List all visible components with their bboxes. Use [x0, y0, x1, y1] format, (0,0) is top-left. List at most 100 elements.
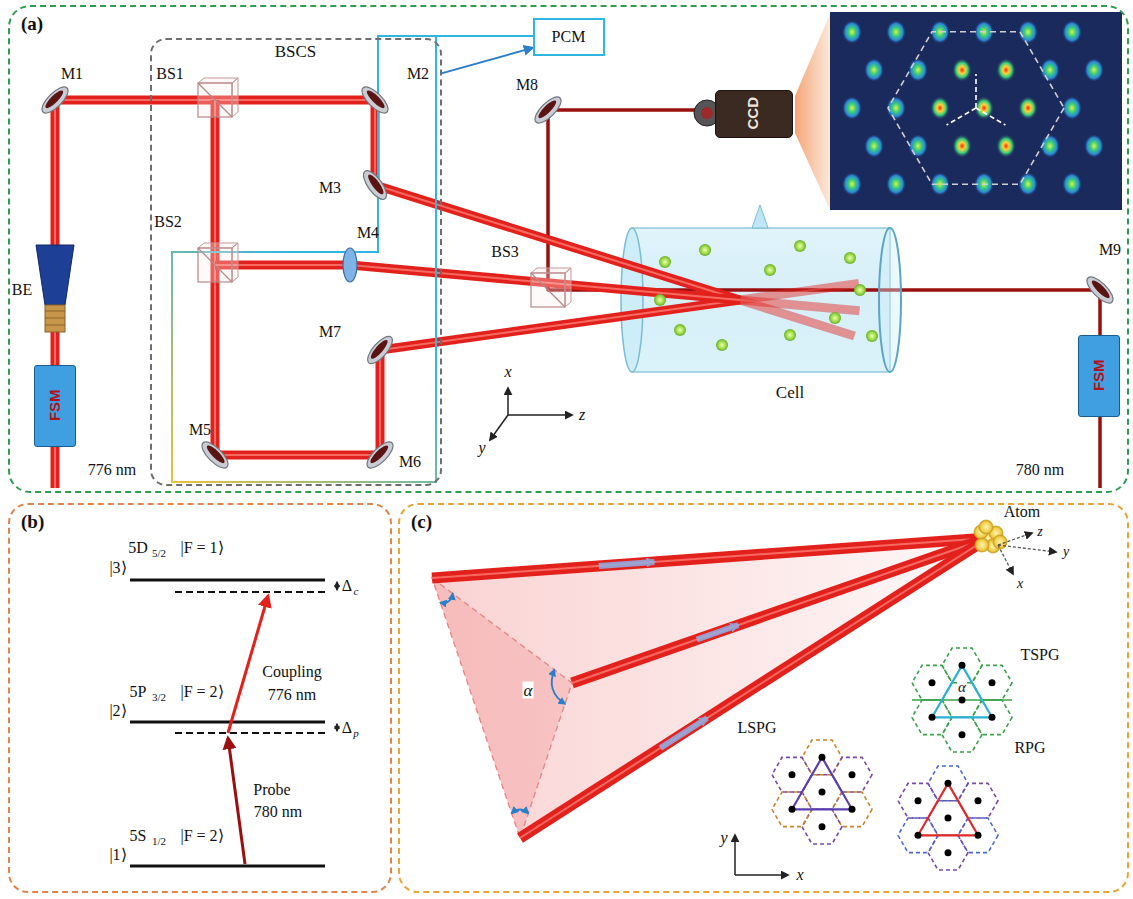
ellipse-shape: [1083, 273, 1117, 307]
line-shape: [198, 83, 232, 117]
part-label: M6: [399, 454, 421, 470]
intensity-spot: [1040, 134, 1060, 158]
hexagon-outline: [888, 32, 1064, 184]
part-label: 5D: [128, 540, 148, 556]
part-label: Coupling: [262, 664, 322, 680]
drawn-line: [175, 732, 325, 734]
lattice-dot: [959, 731, 966, 738]
lattice-dot: [819, 789, 826, 796]
part-label: M8: [516, 77, 538, 93]
vapor-cell: [632, 228, 890, 372]
drawn-line: [228, 738, 245, 864]
lattice-dot: [915, 797, 922, 804]
path-shape: [198, 78, 238, 117]
ellipse-shape: [1090, 278, 1112, 300]
beam-highlight: [215, 100, 740, 455]
part-label: Δ: [342, 720, 352, 736]
part-label: 3/2: [152, 692, 166, 703]
panel-letter: (b): [21, 512, 379, 533]
ellipse-shape: [536, 98, 558, 120]
intensity-spot: [886, 20, 906, 44]
part-label: BS2: [154, 214, 182, 230]
atom-dot: [866, 330, 878, 342]
direction-arrow: [599, 562, 655, 566]
beam-triangle: [432, 578, 572, 838]
intensity-spot: [930, 96, 950, 120]
part-label: TSPG: [1020, 647, 1059, 663]
intensity-spot: [1062, 96, 1082, 120]
part-label: 780 nm: [1016, 462, 1064, 478]
drawn-line: [45, 318, 65, 319]
beam-expander: [36, 245, 74, 305]
atom-dot: [784, 329, 796, 341]
laser-beam: [215, 100, 740, 455]
beam-highlight: [740, 300, 860, 311]
path-shape: [198, 243, 238, 282]
part-label: BS1: [156, 66, 184, 82]
part-label: BS3: [491, 244, 519, 260]
part-label: LSPG: [737, 720, 776, 736]
part-label: y: [478, 440, 485, 456]
mirror-symbol: [364, 333, 397, 368]
rect-shape: [531, 273, 565, 307]
light-cone: [795, 14, 830, 210]
beam-expander: [45, 305, 65, 332]
drawn-line: [175, 591, 325, 593]
atom-dot: [674, 324, 686, 336]
drawn-line: [735, 874, 788, 876]
drawn-line: [228, 596, 268, 733]
lattice-hexagon: [802, 809, 842, 844]
intensity-spot: [864, 58, 884, 82]
atom-dot: [659, 256, 671, 268]
lattice-dot: [959, 697, 966, 704]
mirror-symbol: [358, 83, 392, 117]
ellipse-shape: [369, 338, 390, 361]
lattice-hexagon: [928, 766, 968, 801]
beamsplitter-cube: [198, 78, 238, 117]
drawn-line: [507, 388, 509, 415]
part-label: z: [579, 407, 585, 423]
lattice-hexagon: [942, 648, 982, 683]
part-label: |F = 2⟩: [180, 684, 223, 700]
intensity-spot: [908, 58, 928, 82]
part-label: x: [796, 867, 803, 883]
lattice-dot: [819, 823, 826, 830]
atom-dot: [854, 284, 866, 296]
intensity-spot: [996, 58, 1016, 82]
atom-dot: [764, 264, 776, 276]
part-label: Probe: [253, 782, 290, 798]
intensity-spot: [1018, 172, 1038, 196]
beam-highlight: [520, 538, 988, 838]
lattice-dot: [989, 679, 996, 686]
beam-highlight: [55, 100, 740, 488]
intensity-spot: [886, 172, 906, 196]
drawn-line: [45, 325, 65, 326]
control-outline: [172, 36, 533, 482]
laser-beam: [740, 300, 860, 311]
rect-shape: [198, 248, 232, 282]
camera-body: CCD: [715, 90, 793, 138]
part-label: 1/2: [152, 836, 166, 847]
line-shape: [531, 273, 565, 307]
drawn-line: [734, 835, 736, 875]
intensity-spot: [1040, 58, 1060, 82]
part-label: x: [504, 364, 511, 380]
intensity-spot: [908, 134, 928, 158]
part-label: y: [720, 830, 727, 846]
laser-beam: [572, 538, 988, 683]
atom-dot: [699, 244, 711, 256]
part-label: 5P: [130, 684, 147, 700]
cell-window: [879, 228, 901, 372]
laser-beam: [55, 100, 740, 488]
part-label: c: [354, 586, 359, 597]
part-label: |F = 2⟩: [180, 828, 223, 844]
modulator-box: FSM: [1078, 335, 1120, 417]
intensity-spot: [1062, 20, 1082, 44]
group-box: BSCS: [150, 38, 442, 486]
direction-arrow: [697, 625, 739, 640]
part-label: M3: [319, 180, 341, 196]
intensity-spot: [952, 134, 972, 158]
lattice-hexagon: [942, 717, 982, 752]
